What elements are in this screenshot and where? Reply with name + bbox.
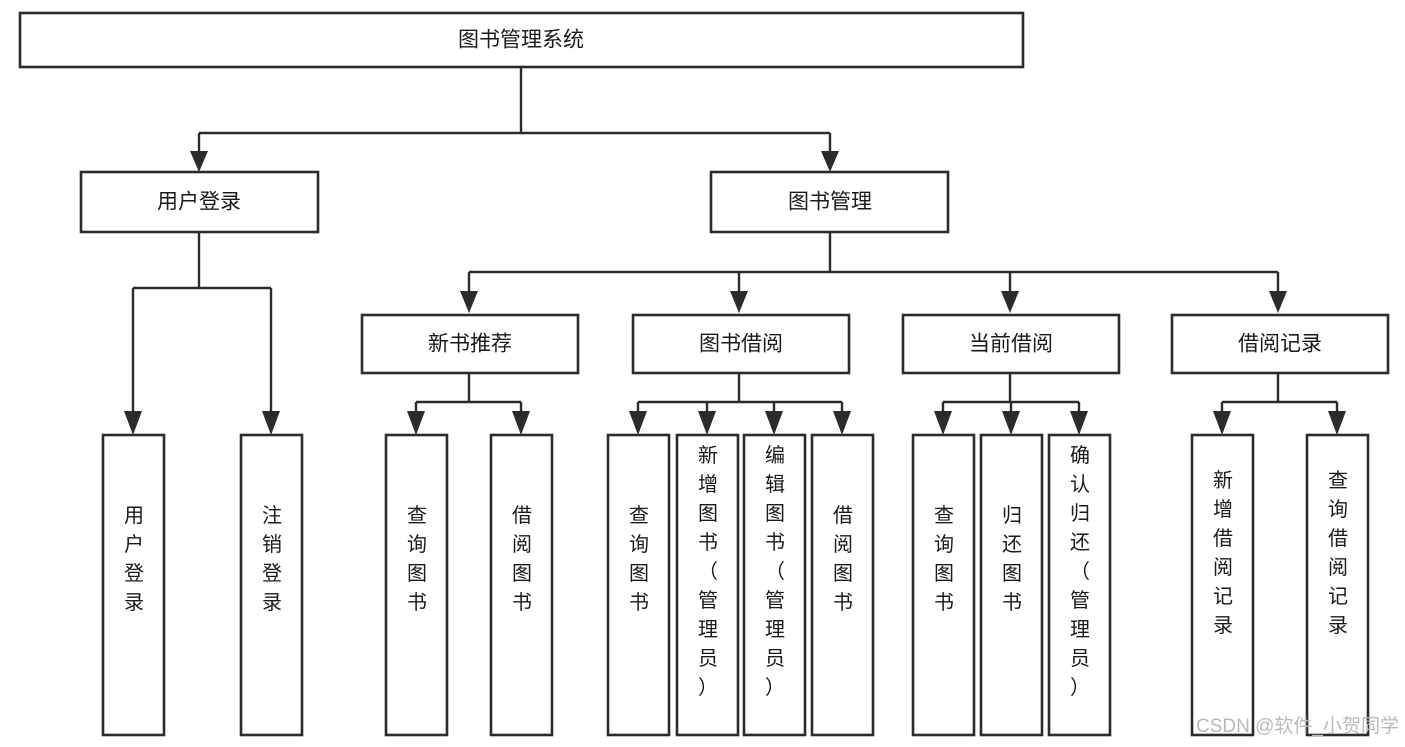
node-current-borrow-label: 当前借阅 bbox=[969, 333, 1053, 356]
node-book-borrow-label: 图书借阅 bbox=[699, 333, 783, 356]
node-new-book-recommend[interactable]: 新书推荐 bbox=[360, 313, 580, 375]
leaf-logout-login-box[interactable] bbox=[239, 433, 304, 737]
leaf-query-book-1[interactable]: 查询图书 bbox=[384, 433, 449, 737]
arrow-head-borrow-record bbox=[1269, 291, 1287, 313]
leaf-query-book-3[interactable]: 查询图书 bbox=[911, 433, 976, 737]
arrow-head-leaf-borrow-book-2 bbox=[833, 411, 851, 435]
leaf-logout-login[interactable]: 注销登录 bbox=[239, 433, 304, 737]
arrow-head-leaf-query-record bbox=[1328, 411, 1346, 435]
node-borrow-record-box[interactable] bbox=[1170, 313, 1390, 375]
arrow-head-leaf-confirm-return bbox=[1070, 411, 1088, 435]
arrow-head-leaf-user-login bbox=[124, 411, 142, 435]
leaf-borrow-book-1-box[interactable] bbox=[489, 433, 554, 737]
arrow-head-leaf-borrow-book-1 bbox=[512, 411, 530, 435]
leaf-add-record-label: 新增借阅记录 bbox=[1213, 469, 1233, 637]
leaf-add-book-box[interactable] bbox=[675, 433, 740, 737]
leaf-query-book-3-box[interactable] bbox=[911, 433, 976, 737]
node-root[interactable]: 图书管理系统 bbox=[18, 11, 1025, 69]
arrow-head-book-manage bbox=[821, 151, 839, 172]
arrow-head-leaf-logout-login bbox=[262, 411, 280, 435]
leaf-query-book-2-label: 查询图书 bbox=[629, 504, 649, 614]
node-current-borrow[interactable]: 当前借阅 bbox=[901, 313, 1121, 375]
leaf-edit-book[interactable]: 编辑图书（管理员） bbox=[742, 433, 807, 737]
leaf-query-book-1-label: 查询图书 bbox=[407, 504, 427, 614]
leaf-edit-book-label: 编辑图书（管理员） bbox=[765, 444, 785, 699]
node-user-login[interactable]: 用户登录 bbox=[79, 170, 320, 234]
arrow-head-new-book-recommend bbox=[460, 291, 478, 313]
node-user-login-box[interactable] bbox=[79, 170, 320, 234]
leaf-confirm-return[interactable]: 确认归还（管理员） bbox=[1047, 433, 1112, 737]
leaf-query-book-3-label: 查询图书 bbox=[934, 504, 954, 614]
node-book-borrow-box[interactable] bbox=[631, 313, 851, 375]
leaf-query-book-2[interactable]: 查询图书 bbox=[606, 433, 671, 737]
arrow-head-leaf-query-book-3 bbox=[934, 411, 952, 435]
node-new-book-recommend-label: 新书推荐 bbox=[428, 333, 512, 356]
arrow-head-current-borrow bbox=[1001, 291, 1019, 313]
arrow-head-book-borrow bbox=[730, 291, 748, 313]
node-current-borrow-box[interactable] bbox=[901, 313, 1121, 375]
leaf-add-book[interactable]: 新增图书（管理员） bbox=[675, 433, 740, 737]
leaf-query-record-box[interactable] bbox=[1305, 433, 1370, 737]
leaf-return-book-label: 归还图书 bbox=[1002, 504, 1022, 614]
node-book-manage-label: 图书管理 bbox=[788, 191, 872, 214]
leaf-borrow-book-1[interactable]: 借阅图书 bbox=[489, 433, 554, 737]
leaf-query-record[interactable]: 查询借阅记录 bbox=[1305, 433, 1370, 737]
leaf-add-book-label: 新增图书（管理员） bbox=[698, 444, 718, 699]
node-book-borrow[interactable]: 图书借阅 bbox=[631, 313, 851, 375]
arrow-head-user-login bbox=[190, 151, 208, 172]
node-user-login-label: 用户登录 bbox=[157, 191, 241, 214]
leaf-borrow-book-2[interactable]: 借阅图书 bbox=[810, 433, 875, 737]
node-new-book-recommend-box[interactable] bbox=[360, 313, 580, 375]
arrow-head-leaf-add-book bbox=[698, 411, 716, 435]
leaf-return-book[interactable]: 归还图书 bbox=[979, 433, 1044, 737]
connector-layer bbox=[124, 67, 1346, 435]
node-borrow-record-label: 借阅记录 bbox=[1238, 333, 1322, 356]
leaf-add-record-box[interactable] bbox=[1190, 433, 1255, 737]
leaf-borrow-book-1-label: 借阅图书 bbox=[512, 504, 532, 614]
leaf-confirm-return-label: 确认归还（管理员） bbox=[1070, 444, 1090, 699]
node-book-manage[interactable]: 图书管理 bbox=[709, 170, 950, 234]
leaf-borrow-book-2-label: 借阅图书 bbox=[833, 504, 853, 614]
leaf-query-record-label: 查询借阅记录 bbox=[1328, 469, 1348, 637]
arrow-head-leaf-query-book-2 bbox=[629, 411, 647, 435]
arrow-head-leaf-query-book-1 bbox=[407, 411, 425, 435]
leaf-return-book-box[interactable] bbox=[979, 433, 1044, 737]
leaf-logout-login-label: 注销登录 bbox=[262, 504, 282, 614]
leaf-borrow-book-2-box[interactable] bbox=[810, 433, 875, 737]
arrow-head-leaf-add-record bbox=[1213, 411, 1231, 435]
leaf-user-login-label: 用户登录 bbox=[124, 505, 144, 614]
node-borrow-record[interactable]: 借阅记录 bbox=[1170, 313, 1390, 375]
leaf-add-record[interactable]: 新增借阅记录 bbox=[1190, 433, 1255, 737]
leaf-confirm-return-box[interactable] bbox=[1047, 433, 1112, 737]
leaf-query-book-2-box[interactable] bbox=[606, 433, 671, 737]
watermark-label: CSDN @软件_小贺同学 bbox=[1196, 715, 1399, 737]
node-book-manage-box[interactable] bbox=[709, 170, 950, 234]
leaf-query-book-1-box[interactable] bbox=[384, 433, 449, 737]
node-root-label: 图书管理系统 bbox=[458, 29, 584, 52]
arrow-head-leaf-edit-book bbox=[765, 411, 783, 435]
arrow-head-leaf-return-book bbox=[1002, 411, 1020, 435]
leaf-user-login[interactable]: 用户登录 bbox=[101, 433, 166, 737]
leaf-edit-book-box[interactable] bbox=[742, 433, 807, 737]
node-root-box[interactable] bbox=[18, 11, 1025, 69]
leaf-user-login-box[interactable] bbox=[101, 433, 166, 737]
